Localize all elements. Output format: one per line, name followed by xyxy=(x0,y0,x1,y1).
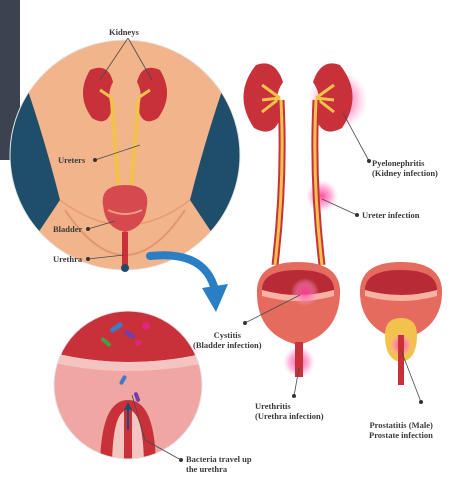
label-cystitis: Cystitis (Bladder infection) xyxy=(193,330,262,350)
prostatitis-subtitle: Prostate infection xyxy=(369,430,433,440)
label-ureter-infection: Ureter infection xyxy=(362,210,420,220)
pyelonephritis-title: Pyelonephritis xyxy=(372,158,438,168)
infected-kidney-left xyxy=(243,63,283,131)
infected-urethra xyxy=(295,342,303,377)
label-urethritis: Urethritis (Urethra infection) xyxy=(255,401,324,421)
cystitis-title: Cystitis xyxy=(193,330,262,340)
male-bladder xyxy=(360,262,442,385)
urethritis-title: Urethritis xyxy=(255,401,324,411)
label-bladder: Bladder xyxy=(53,224,82,234)
prostatitis-title: Prostatitis (Male) xyxy=(369,420,433,430)
pyelonephritis-subtitle: (Kidney infection) xyxy=(372,168,438,178)
label-urethra: Urethra xyxy=(53,254,82,264)
bacteria-subtitle: the urethra xyxy=(186,464,252,474)
label-pyelonephritis: Pyelonephritis (Kidney infection) xyxy=(372,158,438,178)
urethritis-subtitle: (Urethra infection) xyxy=(255,411,324,421)
label-prostatitis: Prostatitis (Male) Prostate infection xyxy=(369,420,433,440)
label-bacteria: Bacteria travel up the urethra xyxy=(186,454,252,474)
label-ureters: Ureters xyxy=(58,155,85,165)
cystitis-subtitle: (Bladder infection) xyxy=(193,340,262,350)
bacteria-title: Bacteria travel up xyxy=(186,454,252,464)
anatomy-circle xyxy=(0,30,260,290)
urethra-shape xyxy=(122,232,128,267)
label-kidneys: Kidneys xyxy=(109,27,139,37)
infected-bladder xyxy=(257,262,340,345)
